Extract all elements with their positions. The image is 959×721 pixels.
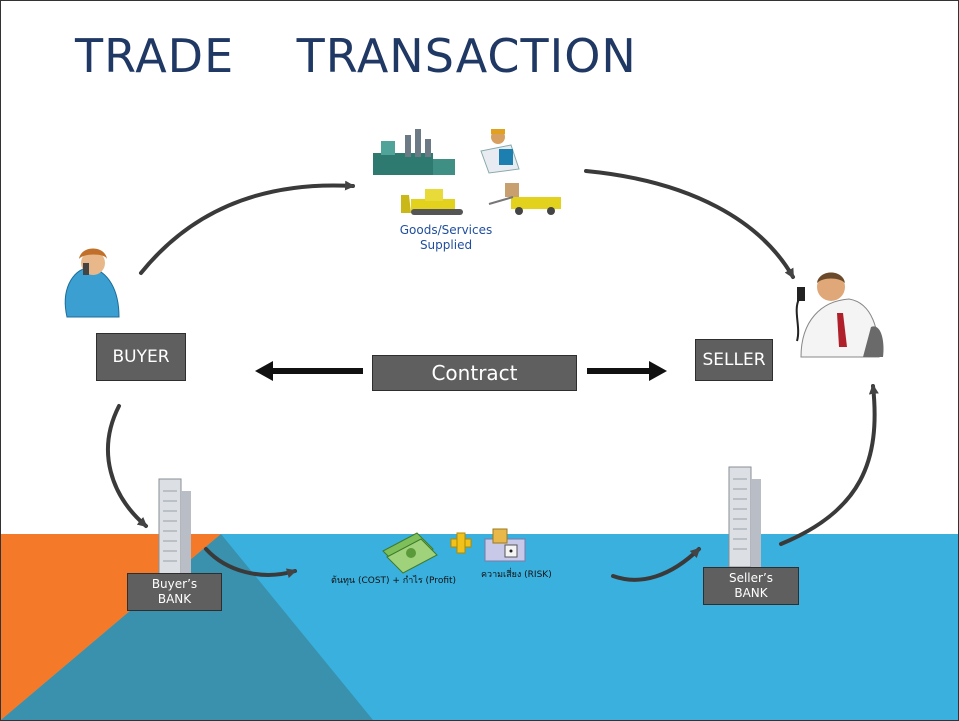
forklift-icon bbox=[488, 183, 561, 215]
seller-person-icon bbox=[795, 272, 884, 358]
bulldozer-icon bbox=[401, 189, 463, 215]
contract-box: Contract bbox=[372, 355, 577, 391]
seller-bank-line1: Seller’s bbox=[728, 571, 774, 585]
arrow-risk-to-sellerbank bbox=[611, 547, 701, 582]
arrow-goods-to-seller bbox=[584, 169, 795, 279]
risk-dice-icon bbox=[484, 528, 526, 562]
arrow-bank-to-seller bbox=[779, 384, 879, 546]
money-icon bbox=[382, 532, 438, 574]
plus-icon bbox=[450, 532, 472, 554]
arrow-buyerbank-to-payment bbox=[204, 547, 297, 579]
worker-icon bbox=[480, 129, 520, 174]
seller-box: SELLER bbox=[695, 339, 773, 381]
goods-label-line1: Goods/Services bbox=[399, 223, 493, 237]
factory-icon bbox=[373, 129, 455, 175]
seller-bank-box: Seller’s BANK bbox=[703, 567, 799, 605]
arrow-buyer-to-goods bbox=[139, 180, 355, 275]
risk-label: ความเสี่ยง (RISK) bbox=[481, 570, 552, 580]
seller-bank-building-icon bbox=[728, 466, 761, 568]
teal-overlay bbox=[1, 534, 373, 720]
arrow-buyer-to-bank bbox=[106, 404, 148, 528]
buyer-bank-line2: BANK bbox=[157, 592, 192, 606]
buyer-box: BUYER bbox=[96, 333, 186, 381]
goods-services-label: Goods/Services Supplied bbox=[381, 223, 511, 253]
seller-bank-line2: BANK bbox=[734, 586, 768, 600]
page-title: TRADE TRANSACTION bbox=[75, 29, 637, 83]
contract-arrows bbox=[255, 361, 667, 381]
buyer-person-icon bbox=[64, 248, 120, 318]
buyer-bank-line1: Buyer’s bbox=[151, 577, 198, 591]
goods-label-line2: Supplied bbox=[419, 238, 473, 252]
buyer-bank-box: Buyer’s BANK bbox=[127, 573, 222, 611]
cost-profit-label: ต้นทุน (COST) + กำไร (Profit) bbox=[331, 576, 457, 586]
buyer-bank-building-icon bbox=[158, 478, 191, 576]
